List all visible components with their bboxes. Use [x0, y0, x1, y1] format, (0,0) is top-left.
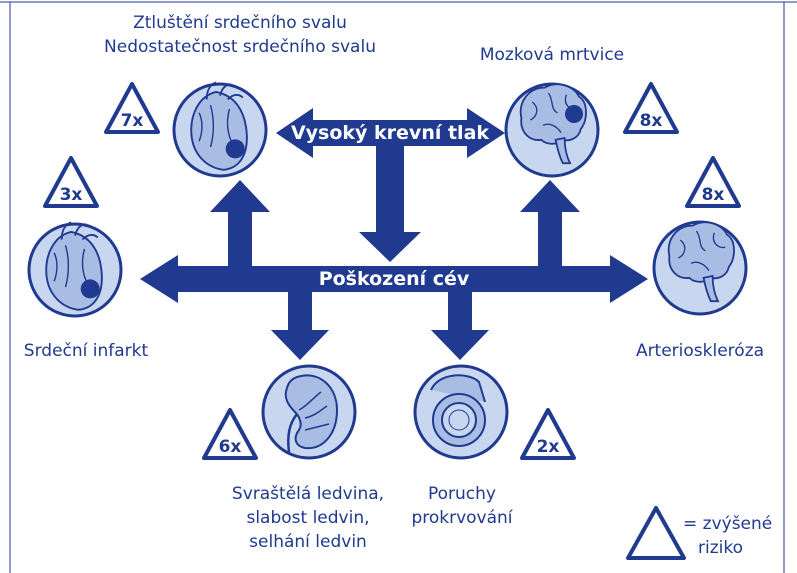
risk-triangle-stroke [623, 82, 679, 134]
circulation-label-2: prokrvování [411, 508, 513, 528]
kidney-label-3: selhání ledvin [249, 532, 367, 552]
vessel-icon [430, 374, 486, 447]
risk-triangle-kidney [202, 408, 258, 460]
risk-circulation: 2x [537, 437, 560, 457]
risk-kidney: 6x [219, 437, 242, 457]
risk-triangle-hypertrophy [104, 82, 160, 134]
node-infarction: 3x Srdeční infarkt [24, 156, 149, 361]
arrow-down-right [431, 292, 489, 360]
stroke-spot [565, 105, 583, 123]
node-stroke: Mozková mrtvice 8x [480, 45, 679, 178]
arrow-down-center [359, 146, 421, 262]
legend-label-2: riziko [698, 538, 743, 558]
infarction-label: Srdeční infarkt [24, 341, 149, 361]
circulation-label-1: Poruchy [428, 484, 496, 504]
arrow-up-right [520, 180, 580, 266]
node-circulation: 2x Poruchy prokrvování [411, 364, 576, 528]
hypertrophy-label-2: Nedostatečnost srdečního svalu [104, 37, 376, 57]
node-kidney: 6x Svraštělá ledvina, slabost ledvin, se… [202, 364, 384, 552]
arrow-up-left [210, 180, 270, 266]
arrow-middle-horizontal [140, 255, 648, 303]
legend: = zvýšené riziko [626, 506, 772, 560]
risk-triangle-circulation [520, 408, 576, 460]
risk-triangle-arteriosclerosis [685, 156, 741, 208]
arrow-top-horizontal [276, 108, 505, 158]
kidney-icon [284, 374, 339, 453]
stroke-label: Mozková mrtvice [480, 45, 624, 65]
risk-infarction: 3x [60, 185, 83, 205]
middle-arrow-label: Poškození cév [319, 268, 470, 290]
arteriosclerosis-label: Arterioskleróza [636, 341, 764, 361]
legend-triangle [626, 506, 686, 560]
kidney-label-2: slabost ledvin, [246, 508, 369, 528]
arrow-down-left [271, 292, 329, 360]
risk-triangle-infarction [43, 156, 99, 208]
legend-label-1: = zvýšené [683, 514, 772, 534]
top-arrow-label: Vysoký krevní tlak [291, 122, 489, 144]
node-hypertrophy: Ztluštění srdečního svalu Nedostatečnost… [104, 13, 376, 178]
kidney-label-1: Svraštělá ledvina, [232, 484, 384, 504]
node-arteriosclerosis: 8x Arterioskleróza [636, 156, 764, 361]
risk-arteriosclerosis: 8x [702, 185, 725, 205]
risk-hypertrophy: 7x [121, 111, 144, 131]
hypertrophy-label-1: Ztluštění srdečního svalu [133, 13, 347, 33]
arrows [140, 108, 648, 360]
risk-stroke: 8x [640, 111, 663, 131]
